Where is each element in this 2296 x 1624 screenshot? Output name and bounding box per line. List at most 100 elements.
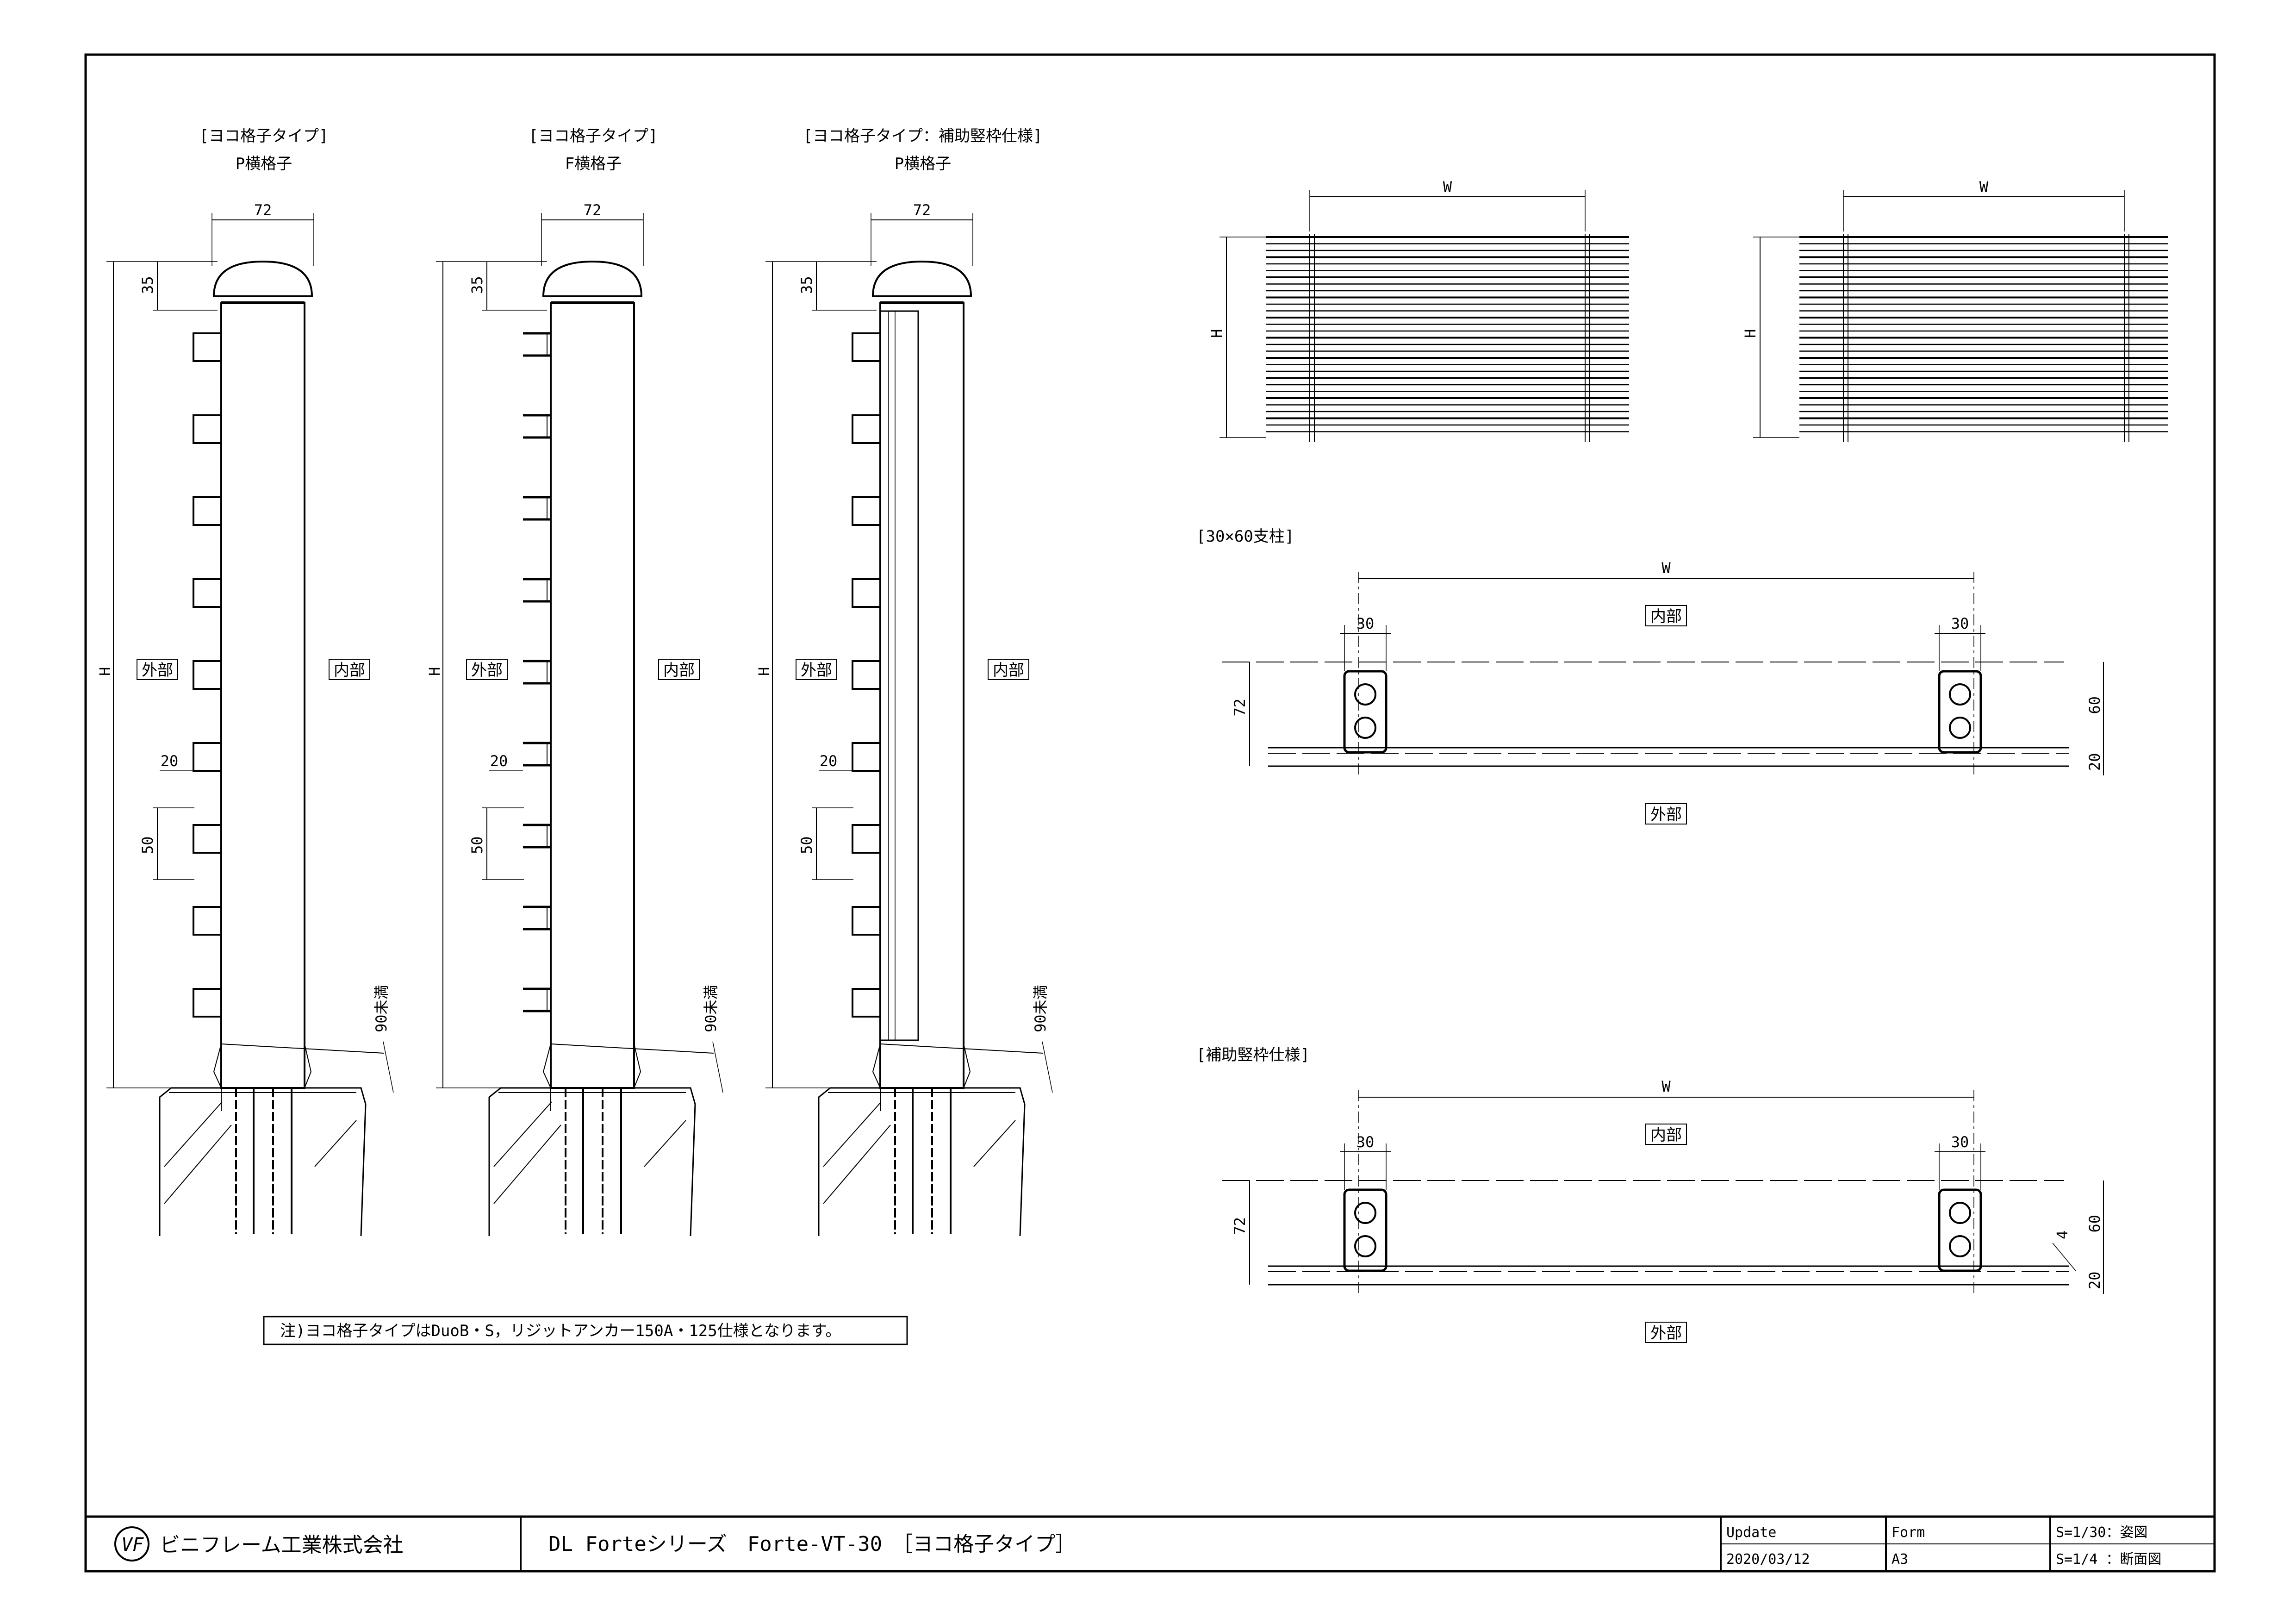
foundation-outline	[488, 1087, 696, 1237]
cap-rail	[212, 260, 313, 297]
label-inside-box	[988, 659, 1029, 680]
slat-p	[852, 332, 880, 362]
dim-pitch-50: 50	[468, 836, 486, 854]
update-date: 2020/03/12	[1726, 1551, 1810, 1568]
form-label: Form	[1892, 1524, 1925, 1541]
foundation-outline	[818, 1087, 1026, 1237]
base-plate	[213, 1043, 312, 1088]
label-outside-box	[137, 659, 178, 680]
slat-p	[852, 496, 880, 526]
label-inside: 内部	[334, 661, 365, 680]
label-outside: 外部	[1650, 806, 1682, 824]
foundation-hatch-1	[493, 1101, 552, 1167]
dim-width-72: 72	[254, 201, 272, 219]
grade-line	[880, 1043, 1044, 1054]
dim-slat-20: 20	[820, 752, 838, 770]
elevation-2: WH	[1742, 178, 2168, 442]
dim-gap-90: 90未満	[702, 985, 720, 1032]
dim-pitch-50: 50	[139, 836, 156, 854]
slat-p	[193, 496, 221, 526]
post-left-hole-top	[1354, 1202, 1376, 1224]
label-inside-box	[1645, 1124, 1687, 1145]
product-title: DL Forteシリーズ Forte-VT-30 ［ヨコ格子タイプ］	[548, 1532, 1076, 1556]
dim-gap-90: 90未満	[373, 985, 390, 1032]
grade-line	[550, 1043, 714, 1054]
label-outside-box	[466, 659, 508, 680]
foundation-hatch-1	[823, 1101, 882, 1167]
dim-total-72: 72	[1231, 1217, 1249, 1235]
label-outside: 外部	[801, 661, 832, 680]
dim-pitch-50: 50	[798, 836, 815, 854]
post-right-hole-top	[1949, 683, 1971, 706]
dim-height-H: H	[426, 667, 443, 676]
dim-gap-leader	[383, 1041, 394, 1093]
post-left-hole-bottom	[1354, 1235, 1376, 1257]
base-plate	[872, 1043, 971, 1088]
post-left	[1343, 1188, 1388, 1272]
post-right-hole-top	[1949, 1202, 1971, 1224]
dim-post-right-30: 30	[1951, 1133, 1969, 1151]
dim-width-72: 72	[913, 201, 931, 219]
label-inside-box	[1645, 605, 1687, 626]
slat-p	[852, 742, 880, 772]
dim-height-H: H	[96, 667, 114, 676]
update-label: Update	[1726, 1524, 1776, 1541]
slat-p	[193, 414, 221, 444]
elevation-1: WH	[1208, 178, 1629, 442]
aux-frame	[879, 310, 919, 1041]
post-body	[879, 302, 964, 1089]
note-box: 注)ヨコ格子タイプはDuoB・S，リジットアンカー150A・125仕様となります…	[263, 1316, 908, 1345]
dim-height-H: H	[755, 667, 773, 676]
plan-aux-title: [補助竪枠仕様]	[1196, 1046, 1310, 1064]
grade-line	[221, 1043, 385, 1054]
logo-mark: VF	[121, 1534, 144, 1555]
plan-30x60-title: [30×60支柱]	[1196, 527, 1294, 546]
dim-W: W	[1443, 178, 1452, 196]
slat-p	[193, 742, 221, 772]
slat-p	[852, 414, 880, 444]
dim-post-60: 60	[2086, 696, 2103, 714]
dim-gap-leader	[712, 1041, 723, 1093]
label-outside: 外部	[471, 661, 503, 680]
slat-p	[852, 988, 880, 1018]
slat-p	[852, 578, 880, 608]
dim-W: W	[1661, 1078, 1671, 1095]
cap-rail	[542, 260, 643, 297]
label-outside-box	[1645, 803, 1687, 824]
cap-rail	[871, 260, 972, 297]
label-inside: 内部	[993, 661, 1024, 680]
post-body	[220, 302, 305, 1089]
label-inside: 内部	[1650, 1126, 1682, 1144]
slat-p	[852, 906, 880, 936]
section-view-1: [ヨコ格子タイプ]P横格子72H352050外部内部90未満	[96, 127, 394, 1237]
label-outside: 外部	[1650, 1324, 1682, 1343]
label-inside-box	[329, 659, 370, 680]
foundation-hatch-3	[973, 1120, 1016, 1167]
scale-section: S=1/4 ：断面図	[2056, 1551, 2161, 1568]
dim-H: H	[1742, 329, 1759, 338]
dim-post-left-30: 30	[1356, 615, 1375, 632]
dim-H: H	[1208, 329, 1226, 338]
scale-elevation: S=1/30：姿図	[2056, 1524, 2147, 1541]
dim-W: W	[1661, 559, 1671, 577]
slat-p	[193, 660, 221, 690]
dim-slat-20: 20	[2086, 753, 2103, 771]
dim-cap-35: 35	[139, 276, 156, 294]
section-bracket-title: [ヨコ格子タイプ]	[529, 127, 658, 145]
label-outside: 外部	[142, 661, 173, 680]
slat-p	[193, 906, 221, 936]
foundation-hatch-2	[823, 1124, 891, 1204]
foundation-outline	[159, 1087, 367, 1237]
label-inside-box	[658, 659, 700, 680]
title-block: VF ビニフレーム工業株式会社 DL Forteシリーズ Forte-VT-30…	[114, 1517, 2215, 1571]
slat-p	[193, 824, 221, 854]
section-view-3: [ヨコ格子タイプ：補助竪枠仕様]P横格子72H352050外部内部90未満	[755, 127, 1053, 1237]
dim-total-72: 72	[1231, 699, 1249, 717]
dim-gap-90: 90未満	[1032, 985, 1049, 1032]
post-right	[1938, 670, 1982, 754]
post-left-hole-bottom	[1354, 717, 1376, 739]
slat-p	[193, 578, 221, 608]
